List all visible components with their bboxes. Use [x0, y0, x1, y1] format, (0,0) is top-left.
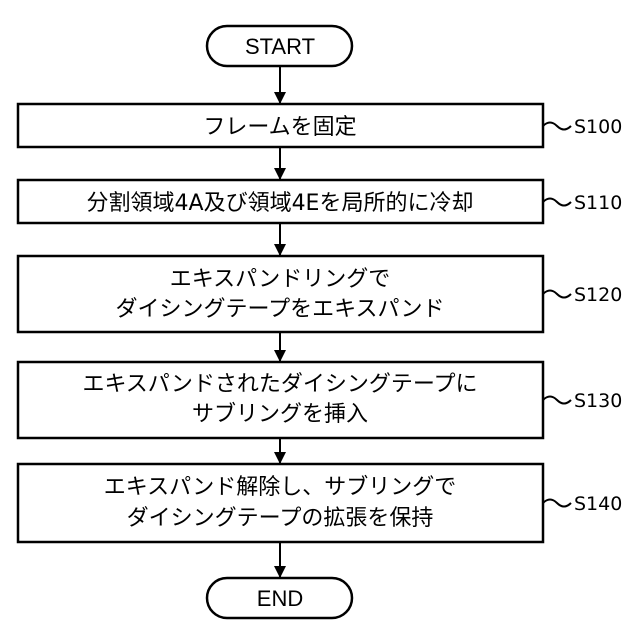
- step-id-label: S100: [574, 116, 622, 138]
- start-terminal: START: [207, 26, 352, 66]
- step-text-line-1: エキスパンドリングで: [170, 267, 390, 292]
- step-text-line-1: エキスパンドされたダイシングテープに: [82, 372, 477, 397]
- end-terminal: END: [207, 578, 352, 618]
- step-text: フレームを固定: [203, 115, 356, 140]
- step-text-line-2: ダイシングテープの拡張を保持: [127, 506, 434, 531]
- step-id-label: S110: [574, 192, 622, 214]
- start-label: START: [245, 34, 315, 59]
- step-id-leader: [543, 500, 571, 507]
- step-id-label: S130: [574, 390, 622, 412]
- step-text-line-2: サブリングを挿入: [192, 402, 368, 427]
- step-text-line-1: エキスパンド解除し、サブリングで: [104, 475, 456, 500]
- step-id-leader: [543, 291, 571, 298]
- process-step-s110: 分割領域4A及び領域4Eを局所的に冷却 S110: [18, 180, 622, 223]
- process-step-s100: フレームを固定 S100: [18, 104, 622, 147]
- step-text: 分割領域4A及び領域4Eを局所的に冷却: [87, 191, 474, 216]
- step-id-label: S120: [574, 284, 622, 306]
- step-id-leader: [543, 397, 571, 404]
- end-label: END: [257, 586, 303, 611]
- step-id-label: S140: [574, 493, 622, 515]
- process-step-s130: エキスパンドされたダイシングテープに サブリングを挿入 S130: [18, 362, 622, 438]
- process-step-s120: エキスパンドリングで ダイシングテープをエキスパンド S120: [18, 256, 622, 332]
- step-text-line-2: ダイシングテープをエキスパンド: [115, 297, 444, 322]
- step-id-leader: [543, 199, 571, 206]
- process-step-s140: エキスパンド解除し、サブリングで ダイシングテープの拡張を保持 S140: [18, 464, 622, 542]
- step-id-leader: [543, 123, 571, 130]
